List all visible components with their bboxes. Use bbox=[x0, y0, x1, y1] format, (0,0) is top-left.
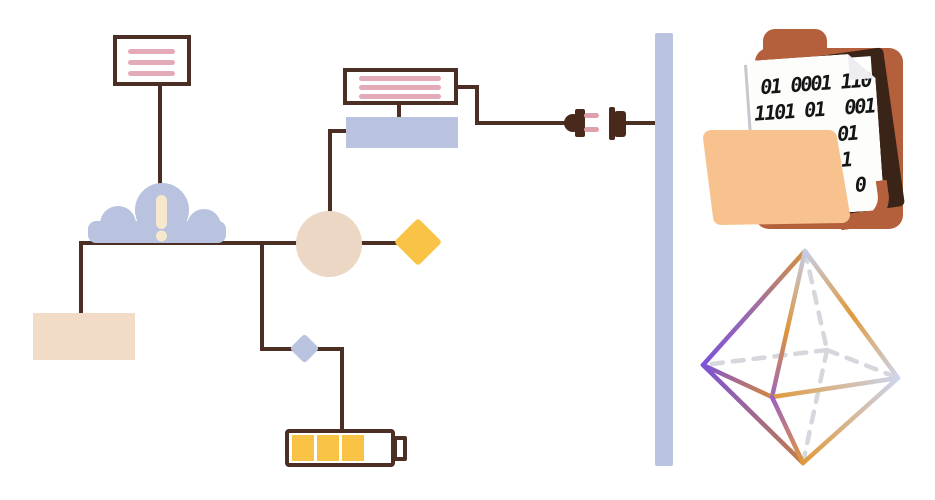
cloud-alert-icon bbox=[88, 183, 226, 243]
document-card-2 bbox=[343, 68, 458, 105]
battery-icon bbox=[285, 429, 395, 467]
battery-bar bbox=[317, 435, 339, 461]
document-card-1 bbox=[113, 35, 191, 86]
circle-node bbox=[296, 211, 362, 277]
connector-line-left-branch bbox=[79, 241, 83, 315]
connector-elbow-box2-right bbox=[456, 85, 479, 89]
socket-body bbox=[614, 111, 626, 137]
connector-line-box1-cloud bbox=[158, 86, 162, 192]
text-line-placeholder bbox=[359, 94, 441, 99]
battery-terminal bbox=[393, 436, 407, 461]
plug-head bbox=[575, 109, 585, 137]
text-line-placeholder bbox=[359, 76, 441, 81]
battery-bar bbox=[342, 435, 364, 461]
text-line-placeholder bbox=[359, 85, 441, 90]
plug-prong bbox=[584, 127, 599, 132]
wire-to-plug bbox=[475, 121, 567, 125]
octa-hidden-edges bbox=[700, 248, 901, 466]
connector-line-box2-rect bbox=[397, 104, 401, 118]
octa-edge-top-right bbox=[802, 248, 901, 381]
connector-line-down-branch bbox=[260, 243, 264, 349]
octa-edge-front-right bbox=[769, 375, 901, 400]
octa-edge-top-front bbox=[769, 248, 808, 400]
data-folder-illustration: 01 0001 110 1101 01 001 01 1 0 bbox=[690, 15, 910, 235]
small-diamond-connector bbox=[289, 333, 320, 364]
connector-elbow-down bbox=[475, 85, 479, 125]
divider-bar bbox=[655, 33, 673, 466]
wire-socket-to-bar bbox=[625, 121, 657, 125]
octa-edge-bottom-right bbox=[800, 375, 901, 466]
folder-front bbox=[703, 130, 850, 225]
yellow-diamond-node bbox=[393, 217, 443, 267]
connector-line-main-horizontal bbox=[79, 241, 400, 245]
peach-rect-node bbox=[33, 313, 135, 360]
octa-edge-top-left bbox=[700, 248, 808, 368]
connector-elbow-rect-vertical bbox=[328, 129, 332, 213]
octa-edge-left-front bbox=[700, 362, 775, 400]
lavender-rect-node bbox=[346, 117, 458, 148]
text-line-placeholder bbox=[128, 49, 175, 54]
connector-elbow-rect-horizontal bbox=[328, 129, 348, 133]
octa-edge-front-bottom bbox=[769, 394, 806, 466]
connector-line-to-battery bbox=[340, 347, 344, 431]
plug-prong bbox=[584, 113, 599, 118]
exclamation-mark-icon bbox=[156, 195, 167, 242]
octa-edge-left-bottom bbox=[700, 362, 806, 466]
battery-bar bbox=[292, 435, 314, 461]
text-line-placeholder bbox=[128, 71, 175, 76]
octahedron-wireframe bbox=[700, 248, 901, 466]
text-line-placeholder bbox=[128, 60, 175, 65]
socket-icon bbox=[609, 107, 615, 140]
